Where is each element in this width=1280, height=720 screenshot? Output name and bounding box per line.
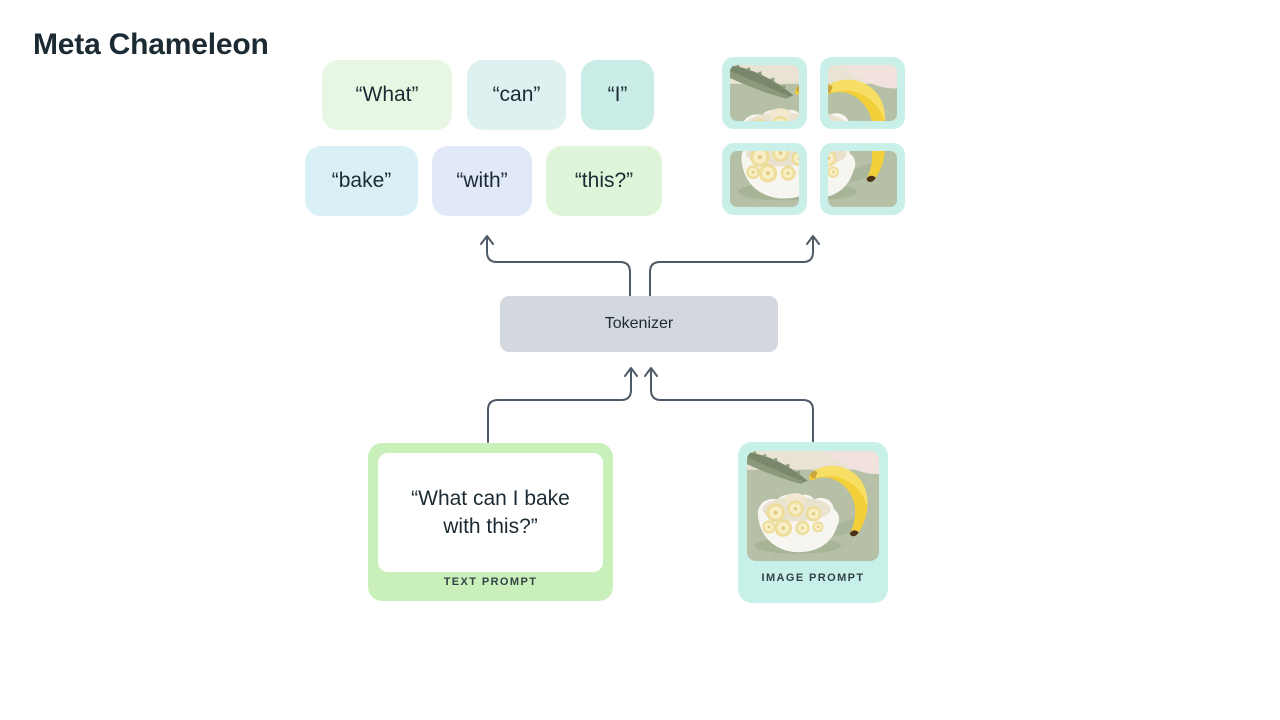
banana-crop-top-right-image [828,65,897,121]
text-token-row-1: “What” “can” “I” [322,60,654,130]
image-token-chip [820,57,905,129]
page-title: Meta Chameleon [33,28,269,61]
arrow-tokenizer-to-image-tokens [649,237,814,297]
text-token-chip: “this?” [546,146,662,216]
arrowhead-tokenizer-right-icon [644,367,658,377]
arrowhead-tokenizer-left-icon [624,367,638,377]
tokenizer-box: Tokenizer [500,296,778,352]
banana-crop-bottom-left-image [730,151,799,207]
arrowhead-text-tokens-icon [480,235,494,245]
text-prompt-content: “What can I bake with this?” [378,453,603,572]
text-prompt-card: “What can I bake with this?” TEXT PROMPT [368,443,613,601]
image-token-grid [722,57,905,215]
text-token-chip: “I” [581,60,654,130]
text-prompt-caption: TEXT PROMPT [443,575,538,588]
arrow-image-prompt-to-tokenizer [650,369,814,443]
banana-crop-top-left-image [730,65,799,121]
text-token-chip: “can” [467,60,566,130]
text-token-chip: “What” [322,60,452,130]
arrow-tokenizer-to-text-tokens [486,237,631,297]
text-token-chip: “bake” [305,146,418,216]
image-token-chip [722,143,807,215]
arrow-text-prompt-to-tokenizer [487,369,632,443]
text-token-chip: “with” [432,146,532,216]
image-prompt-caption: IMAGE PROMPT [761,571,865,584]
arrowhead-image-tokens-icon [806,235,820,245]
image-token-chip [820,143,905,215]
text-token-row-2: “bake” “with” “this?” [305,146,662,216]
banana-crop-bottom-right-image [828,151,897,207]
image-prompt-card: IMAGE PROMPT [738,442,888,603]
image-token-chip [722,57,807,129]
banana-photo [747,451,879,561]
